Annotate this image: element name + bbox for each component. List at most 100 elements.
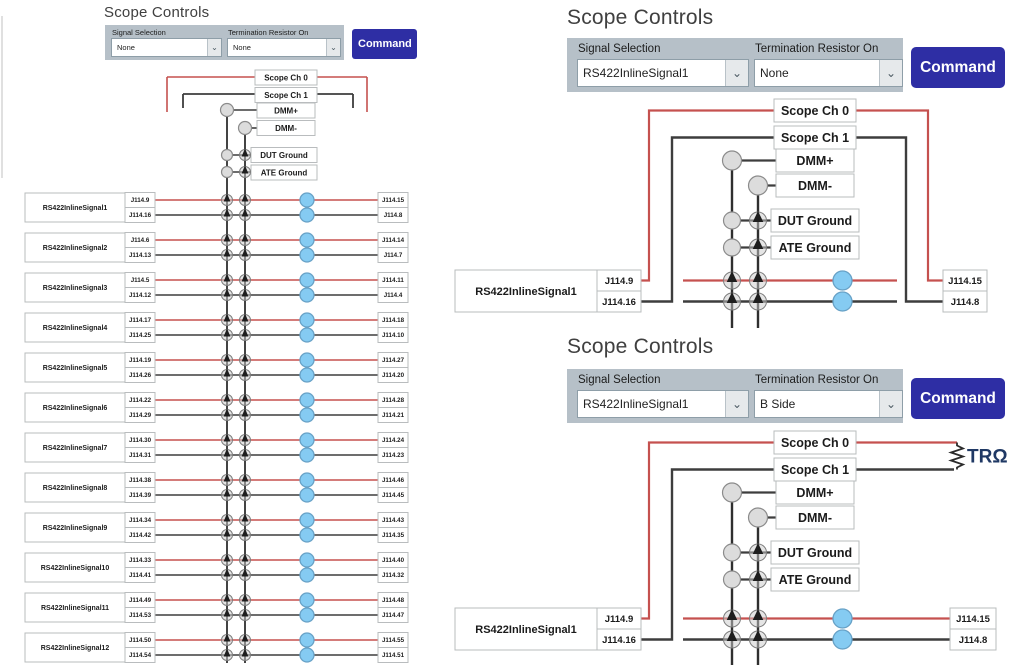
signal-name-box-label: RS422InlineSignal4 bbox=[43, 325, 108, 332]
connection-node bbox=[220, 165, 234, 179]
clamp-arrow-icon bbox=[241, 568, 249, 577]
ate-ground-box-label: ATE Ground bbox=[779, 241, 852, 255]
pin-box-label: J114.29 bbox=[129, 412, 152, 419]
command-button[interactable]: Command bbox=[352, 29, 417, 59]
termination-label: Termination Resistor On bbox=[755, 374, 879, 386]
clamp-arrow-icon bbox=[223, 648, 231, 657]
clamp-arrow-icon bbox=[241, 633, 249, 642]
pin-box bbox=[377, 327, 409, 343]
pin-box-label: J114.53 bbox=[129, 612, 152, 619]
pin-box-label: J114.33 bbox=[129, 557, 152, 564]
connection-node bbox=[237, 120, 253, 136]
pin-box-label: J114.20 bbox=[382, 372, 405, 379]
termination-dropdown[interactable]: None ⌄ bbox=[754, 59, 903, 87]
clamp-arrow-icon bbox=[752, 292, 764, 303]
relay-indicator bbox=[299, 447, 315, 463]
signal-name-box bbox=[24, 472, 126, 503]
signal-name-box-label: RS422InlineSignal8 bbox=[43, 485, 108, 492]
scope-ch1-box-label: Scope Ch 1 bbox=[264, 91, 308, 100]
pin-box-label: J114.40 bbox=[382, 557, 405, 564]
pin-box bbox=[124, 407, 156, 423]
clamp-arrow-icon bbox=[241, 513, 249, 522]
pin-box-label: J114.10 bbox=[382, 332, 405, 339]
connection-node bbox=[721, 150, 743, 171]
relay-indicator bbox=[299, 232, 315, 248]
pin-box-label: J114.8 bbox=[959, 635, 988, 646]
termination-resistor-icon bbox=[948, 442, 966, 470]
clamp-arrow-icon bbox=[241, 273, 249, 282]
signal-selection-dropdown[interactable]: RS422InlineSignal1 ⌄ bbox=[577, 59, 749, 87]
scope-ch0-box-label: Scope Ch 0 bbox=[781, 436, 849, 450]
signal-name-box bbox=[24, 552, 126, 583]
pin-box bbox=[596, 290, 642, 313]
pin-box-label: J114.21 bbox=[382, 412, 405, 419]
pin-box-label: J114.11 bbox=[382, 277, 404, 284]
pin-box-label: J114.54 bbox=[129, 652, 152, 659]
pin-box-label: J114.16 bbox=[602, 635, 636, 646]
clamp-arrow-icon bbox=[223, 328, 231, 337]
pin-box bbox=[124, 647, 156, 663]
clamp-arrow-icon bbox=[726, 630, 738, 641]
pin-box-label: J114.46 bbox=[382, 477, 405, 484]
clamp-arrow-icon bbox=[241, 353, 249, 362]
pin-box-label: J114.7 bbox=[384, 252, 403, 259]
pin-box bbox=[942, 290, 988, 313]
dmm-minus-box bbox=[256, 120, 316, 136]
clamp-arrow-icon bbox=[752, 543, 764, 554]
clamp-arrow-icon bbox=[241, 328, 249, 337]
pin-box bbox=[377, 207, 409, 223]
pin-box-label: J114.32 bbox=[382, 572, 405, 579]
clamp-arrow-icon bbox=[223, 248, 231, 257]
pin-box bbox=[377, 487, 409, 503]
clamp-arrow-icon bbox=[241, 433, 249, 442]
termination-resistor-label: TRΩ bbox=[967, 447, 1008, 468]
signal-name-box-label: RS422InlineSignal5 bbox=[43, 365, 108, 372]
clamp-arrow-icon bbox=[241, 648, 249, 657]
signal-selection-label: Signal Selection bbox=[112, 28, 166, 37]
dmm-minus-box-label: DMM- bbox=[275, 124, 297, 133]
pin-box-label: J114.16 bbox=[602, 297, 636, 308]
clamp-arrow-icon bbox=[726, 609, 738, 620]
dmm-minus-box-label: DMM- bbox=[798, 511, 832, 525]
pin-box bbox=[377, 527, 409, 543]
clamp-arrow-icon bbox=[223, 608, 231, 617]
termination-dropdown[interactable]: None ⌄ bbox=[227, 38, 341, 57]
clamp-arrow-icon bbox=[726, 292, 738, 303]
signal-name-box bbox=[454, 269, 598, 313]
pin-box bbox=[124, 287, 156, 303]
pin-box-label: J114.48 bbox=[382, 597, 405, 604]
signal-name-box-label: RS422InlineSignal6 bbox=[43, 405, 108, 412]
termination-value: B Side bbox=[760, 397, 796, 411]
pin-box-label: J114.9 bbox=[605, 276, 634, 287]
clamp-arrow-icon bbox=[223, 353, 231, 362]
chevron-down-icon: ⌄ bbox=[879, 391, 902, 417]
clamp-arrow-icon bbox=[241, 608, 249, 617]
termination-dropdown[interactable]: B Side ⌄ bbox=[754, 390, 903, 418]
signal-selection-dropdown[interactable]: RS422InlineSignal1 ⌄ bbox=[577, 390, 749, 418]
connection-node bbox=[722, 211, 742, 230]
signal-name-box-label: RS422InlineSignal1 bbox=[43, 205, 108, 212]
relay-indicator bbox=[299, 647, 315, 663]
clamp-arrow-icon bbox=[223, 288, 231, 297]
clamp-arrow-icon bbox=[241, 193, 249, 202]
signal-selection-dropdown[interactable]: None ⌄ bbox=[111, 38, 222, 57]
signal-name-box-label: RS422InlineSignal12 bbox=[41, 645, 110, 652]
pin-box bbox=[124, 247, 156, 263]
ate-ground-box bbox=[770, 567, 860, 592]
pin-box bbox=[377, 407, 409, 423]
command-button[interactable]: Command bbox=[911, 378, 1005, 419]
clamp-arrow-icon bbox=[241, 488, 249, 497]
relay-indicator bbox=[299, 327, 315, 343]
pin-box-label: J114.12 bbox=[129, 292, 152, 299]
dmm-plus-box-label: DMM+ bbox=[796, 154, 833, 168]
signal-name-box-label: RS422InlineSignal9 bbox=[43, 525, 108, 532]
clamp-arrow-icon bbox=[223, 313, 231, 322]
clamp-arrow-icon bbox=[223, 448, 231, 457]
pin-box-label: J114.8 bbox=[384, 212, 403, 219]
chevron-down-icon: ⌄ bbox=[725, 60, 748, 86]
pin-box bbox=[377, 367, 409, 383]
command-button[interactable]: Command bbox=[911, 47, 1005, 88]
pin-box bbox=[596, 628, 642, 651]
relay-indicator bbox=[832, 629, 853, 650]
clamp-arrow-icon bbox=[223, 273, 231, 282]
